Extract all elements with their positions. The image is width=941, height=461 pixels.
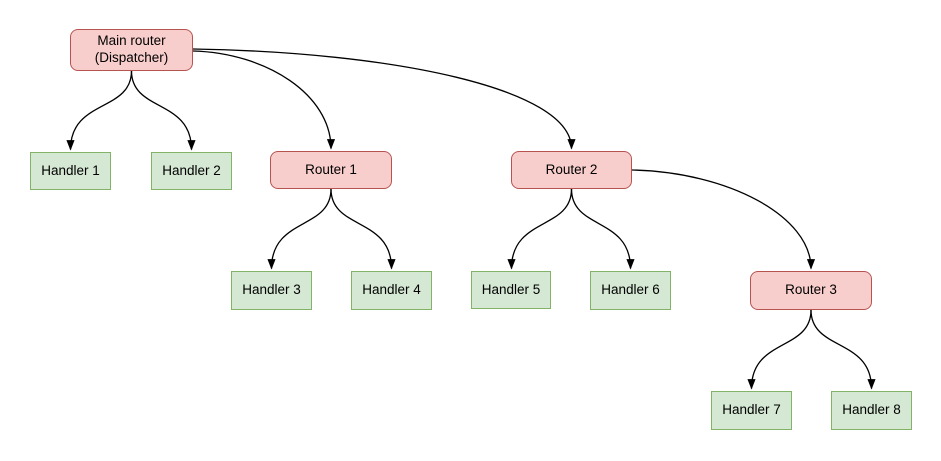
node-router-2-label: Router 2: [545, 161, 598, 177]
edge-main-router-to-router-2: [192, 48, 572, 149]
node-main-router: Main router (Dispatcher): [70, 29, 193, 71]
edge-main-router-to-handler-2: [130, 70, 192, 150]
edge-router-1-to-handler-4: [330, 188, 392, 269]
edge-router-2-to-router-3: [631, 169, 811, 269]
node-main-router-label: Main router (Dispatcher): [94, 33, 169, 65]
node-handler-3-label: Handler 3: [242, 282, 301, 298]
edge-router-3-to-handler-7: [752, 309, 812, 389]
edge-router-2-to-handler-6: [570, 188, 631, 269]
node-router-1: Router 1: [270, 151, 392, 189]
node-handler-8-label: Handler 8: [842, 402, 901, 418]
node-handler-7: Handler 7: [711, 391, 792, 430]
node-handler-1: Handler 1: [30, 152, 111, 190]
node-handler-6-label: Handler 6: [601, 282, 660, 298]
node-handler-6: Handler 6: [590, 271, 671, 310]
edge-main-router-to-handler-1: [71, 70, 133, 150]
node-handler-2-label: Handler 2: [162, 162, 221, 178]
node-router-3-label: Router 3: [785, 282, 837, 298]
node-handler-7-label: Handler 7: [722, 402, 781, 418]
node-handler-4-label: Handler 4: [362, 282, 421, 298]
node-handler-2: Handler 2: [151, 152, 232, 190]
node-router-1-label: Router 1: [305, 161, 357, 177]
node-handler-5-label: Handler 5: [481, 281, 541, 297]
edge-main-router-to-router-1: [192, 50, 331, 149]
node-router-3: Router 3: [750, 271, 872, 310]
node-handler-5: Handler 5: [471, 271, 551, 309]
node-handler-1-label: Handler 1: [41, 162, 100, 178]
node-router-2: Router 2: [511, 151, 632, 189]
node-handler-3: Handler 3: [231, 271, 312, 310]
edge-router-3-to-handler-8: [810, 309, 872, 389]
edge-router-1-to-handler-3: [272, 188, 332, 269]
node-handler-8: Handler 8: [831, 391, 912, 430]
edge-router-2-to-handler-5: [512, 188, 573, 269]
node-handler-4: Handler 4: [351, 271, 432, 310]
